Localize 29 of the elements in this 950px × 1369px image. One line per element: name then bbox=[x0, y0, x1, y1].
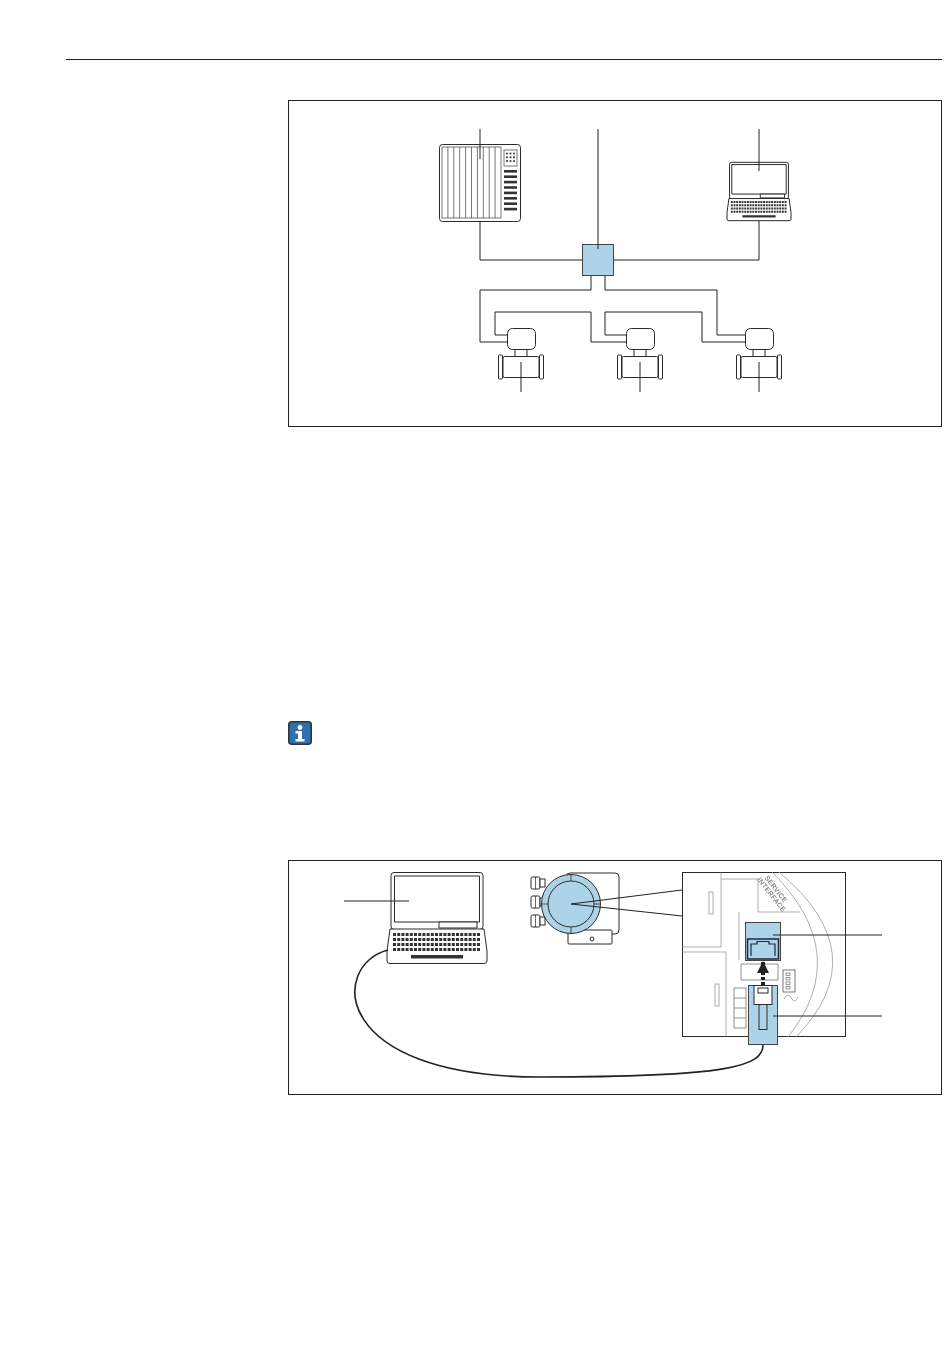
laptop-drawing bbox=[387, 872, 487, 964]
service-cable bbox=[354, 949, 764, 1078]
network-cable bbox=[613, 220, 760, 261]
network-cable bbox=[479, 221, 583, 261]
network-cable bbox=[494, 311, 627, 343]
insert-arrow bbox=[757, 961, 769, 985]
leader-line bbox=[772, 934, 883, 936]
network-cable bbox=[479, 275, 592, 343]
connection-compartment-drawing bbox=[682, 872, 846, 1037]
flowmeter-drawing bbox=[498, 328, 544, 380]
leader-line bbox=[479, 128, 481, 160]
leader-line bbox=[639, 361, 641, 393]
laptop-drawing bbox=[727, 162, 791, 221]
leader-line bbox=[597, 128, 599, 250]
network-cable bbox=[604, 275, 746, 336]
network-switch-box bbox=[582, 244, 614, 276]
leader-line bbox=[772, 1015, 883, 1017]
leader-line bbox=[520, 361, 522, 393]
magnification-line bbox=[570, 889, 683, 917]
cable-plug bbox=[748, 985, 778, 1045]
transmitter-drawing bbox=[530, 872, 620, 946]
network-cable bbox=[604, 311, 746, 343]
flowmeter-drawing bbox=[617, 328, 663, 380]
flowmeter-drawing bbox=[736, 328, 782, 380]
service-interface-socket bbox=[745, 922, 781, 961]
leader-line bbox=[758, 128, 760, 172]
leader-line bbox=[758, 361, 760, 393]
leader-line bbox=[343, 900, 410, 902]
control-system-drawing bbox=[439, 144, 521, 222]
